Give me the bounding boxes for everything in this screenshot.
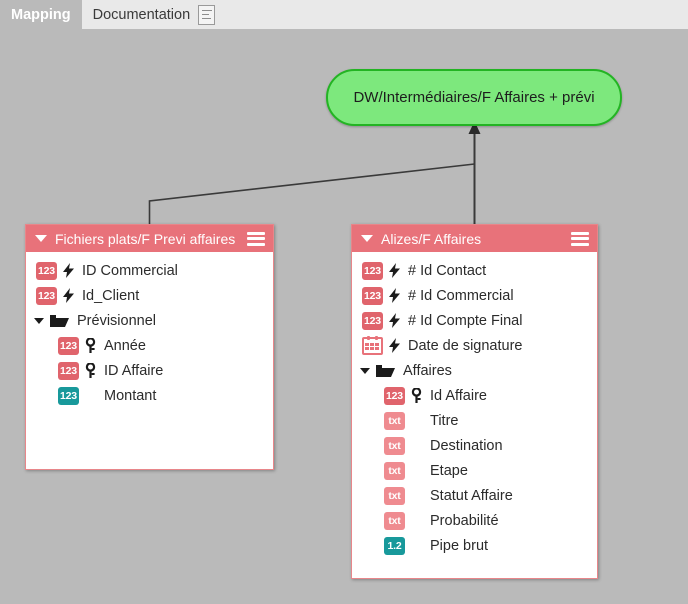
field-label: Destination: [430, 437, 503, 454]
source-panel-fichiers-plats[interactable]: Fichiers plats/F Previ affaires 123 ID C…: [25, 224, 274, 470]
field-label: Titre: [430, 412, 459, 429]
text-type-badge: txt: [384, 436, 405, 455]
field-label: Statut Affaire: [430, 487, 513, 504]
field-label: Etape: [430, 462, 468, 479]
document-icon: [198, 4, 216, 25]
field-label: # Id Compte Final: [408, 312, 523, 329]
field-label: Id Affaire: [430, 387, 487, 404]
number-type-badge: 123: [384, 386, 405, 405]
text-type-badge: txt: [384, 511, 405, 530]
key-icon: [84, 363, 97, 378]
lightning-icon: [62, 288, 75, 303]
panel-body-alizes: 123 # Id Contact 123 # Id Commercial 123: [352, 252, 597, 558]
field-row[interactable]: 123 # Id Commercial: [352, 283, 597, 308]
number-type-badge: 123: [58, 386, 79, 405]
hamburger-menu-icon[interactable]: [571, 231, 589, 246]
number-type-badge: 123: [58, 336, 79, 355]
edge-fichiers-to-target: [148, 163, 475, 225]
panel-header-fichiers-plats[interactable]: Fichiers plats/F Previ affaires: [26, 225, 273, 252]
lightning-icon: [62, 263, 75, 278]
tab-documentation[interactable]: Documentation: [82, 0, 227, 29]
number-type-badge: 123: [362, 286, 383, 305]
field-row[interactable]: 123 # Id Compte Final: [352, 308, 597, 333]
field-label: ID Affaire: [104, 362, 164, 379]
edge-layer: [148, 121, 481, 225]
collapse-caret-icon[interactable]: [35, 235, 47, 242]
field-label: Date de signature: [408, 337, 523, 354]
tab-mapping-label: Mapping: [11, 6, 71, 23]
field-row[interactable]: Date de signature: [352, 333, 597, 358]
field-row[interactable]: 123 Id Affaire: [352, 383, 597, 408]
number-type-badge: 123: [36, 261, 57, 280]
expand-caret-icon[interactable]: [360, 367, 370, 374]
field-row[interactable]: 123 Id_Client: [26, 283, 273, 308]
folder-row[interactable]: Prévisionnel: [26, 308, 273, 333]
lightning-icon: [388, 288, 401, 303]
folder-icon: [376, 363, 395, 378]
field-row[interactable]: txt Destination: [352, 433, 597, 458]
source-panel-alizes-f-affaires[interactable]: Alizes/F Affaires 123 # Id Contact 123: [351, 224, 598, 579]
tab-bar: Mapping Documentation: [0, 0, 688, 29]
number-type-badge: 123: [36, 286, 57, 305]
diagram-canvas[interactable]: DW/Intermédiaires/F Affaires + prévi Fic…: [0, 29, 688, 604]
tab-documentation-label: Documentation: [92, 6, 191, 23]
key-icon: [84, 338, 97, 353]
text-type-badge: txt: [384, 486, 405, 505]
field-row[interactable]: txt Probabilité: [352, 508, 597, 533]
hamburger-menu-icon[interactable]: [247, 231, 265, 246]
field-label: Id_Client: [82, 287, 140, 304]
field-row[interactable]: 123 # Id Contact: [352, 258, 597, 283]
lightning-icon: [388, 313, 401, 328]
panel-title-alizes: Alizes/F Affaires: [381, 230, 482, 247]
field-label: Probabilité: [430, 512, 499, 529]
decimal-type-badge: 1.2: [384, 536, 405, 555]
field-row[interactable]: txt Statut Affaire: [352, 483, 597, 508]
key-icon: [410, 388, 423, 403]
field-row[interactable]: txt Etape: [352, 458, 597, 483]
lightning-icon: [388, 338, 401, 353]
text-type-badge: txt: [384, 411, 405, 430]
lightning-icon: [388, 263, 401, 278]
field-row[interactable]: 123 Année: [26, 333, 273, 358]
folder-row[interactable]: Affaires: [352, 358, 597, 383]
field-row[interactable]: txt Titre: [352, 408, 597, 433]
panel-header-alizes[interactable]: Alizes/F Affaires: [352, 225, 597, 252]
collapse-caret-icon[interactable]: [361, 235, 373, 242]
folder-label: Affaires: [403, 362, 452, 379]
panel-body-fichiers-plats: 123 ID Commercial 123 Id_Client: [26, 252, 273, 408]
edge-arrowhead: [468, 121, 481, 134]
field-label: # Id Commercial: [408, 287, 514, 304]
text-type-badge: txt: [384, 461, 405, 480]
target-node-dw-intermediaires[interactable]: DW/Intermédiaires/F Affaires + prévi: [326, 69, 622, 126]
field-row[interactable]: 123 Montant: [26, 383, 273, 408]
number-type-badge: 123: [362, 261, 383, 280]
field-row[interactable]: 123 ID Commercial: [26, 258, 273, 283]
field-label: Montant: [104, 387, 157, 404]
field-row[interactable]: 1.2 Pipe brut: [352, 533, 597, 558]
field-label: Année: [104, 337, 146, 354]
target-node-label: DW/Intermédiaires/F Affaires + prévi: [353, 89, 595, 106]
field-label: Pipe brut: [430, 537, 489, 554]
field-label: # Id Contact: [408, 262, 487, 279]
field-label: ID Commercial: [82, 262, 178, 279]
field-row[interactable]: 123 ID Affaire: [26, 358, 273, 383]
tab-mapping[interactable]: Mapping: [0, 0, 82, 29]
number-type-badge: 123: [362, 311, 383, 330]
folder-icon: [50, 313, 69, 328]
folder-label: Prévisionnel: [77, 312, 156, 329]
panel-title-fichiers-plats: Fichiers plats/F Previ affaires: [55, 230, 236, 247]
expand-caret-icon[interactable]: [34, 317, 44, 324]
number-type-badge: 123: [58, 361, 79, 380]
calendar-icon: [362, 335, 383, 355]
